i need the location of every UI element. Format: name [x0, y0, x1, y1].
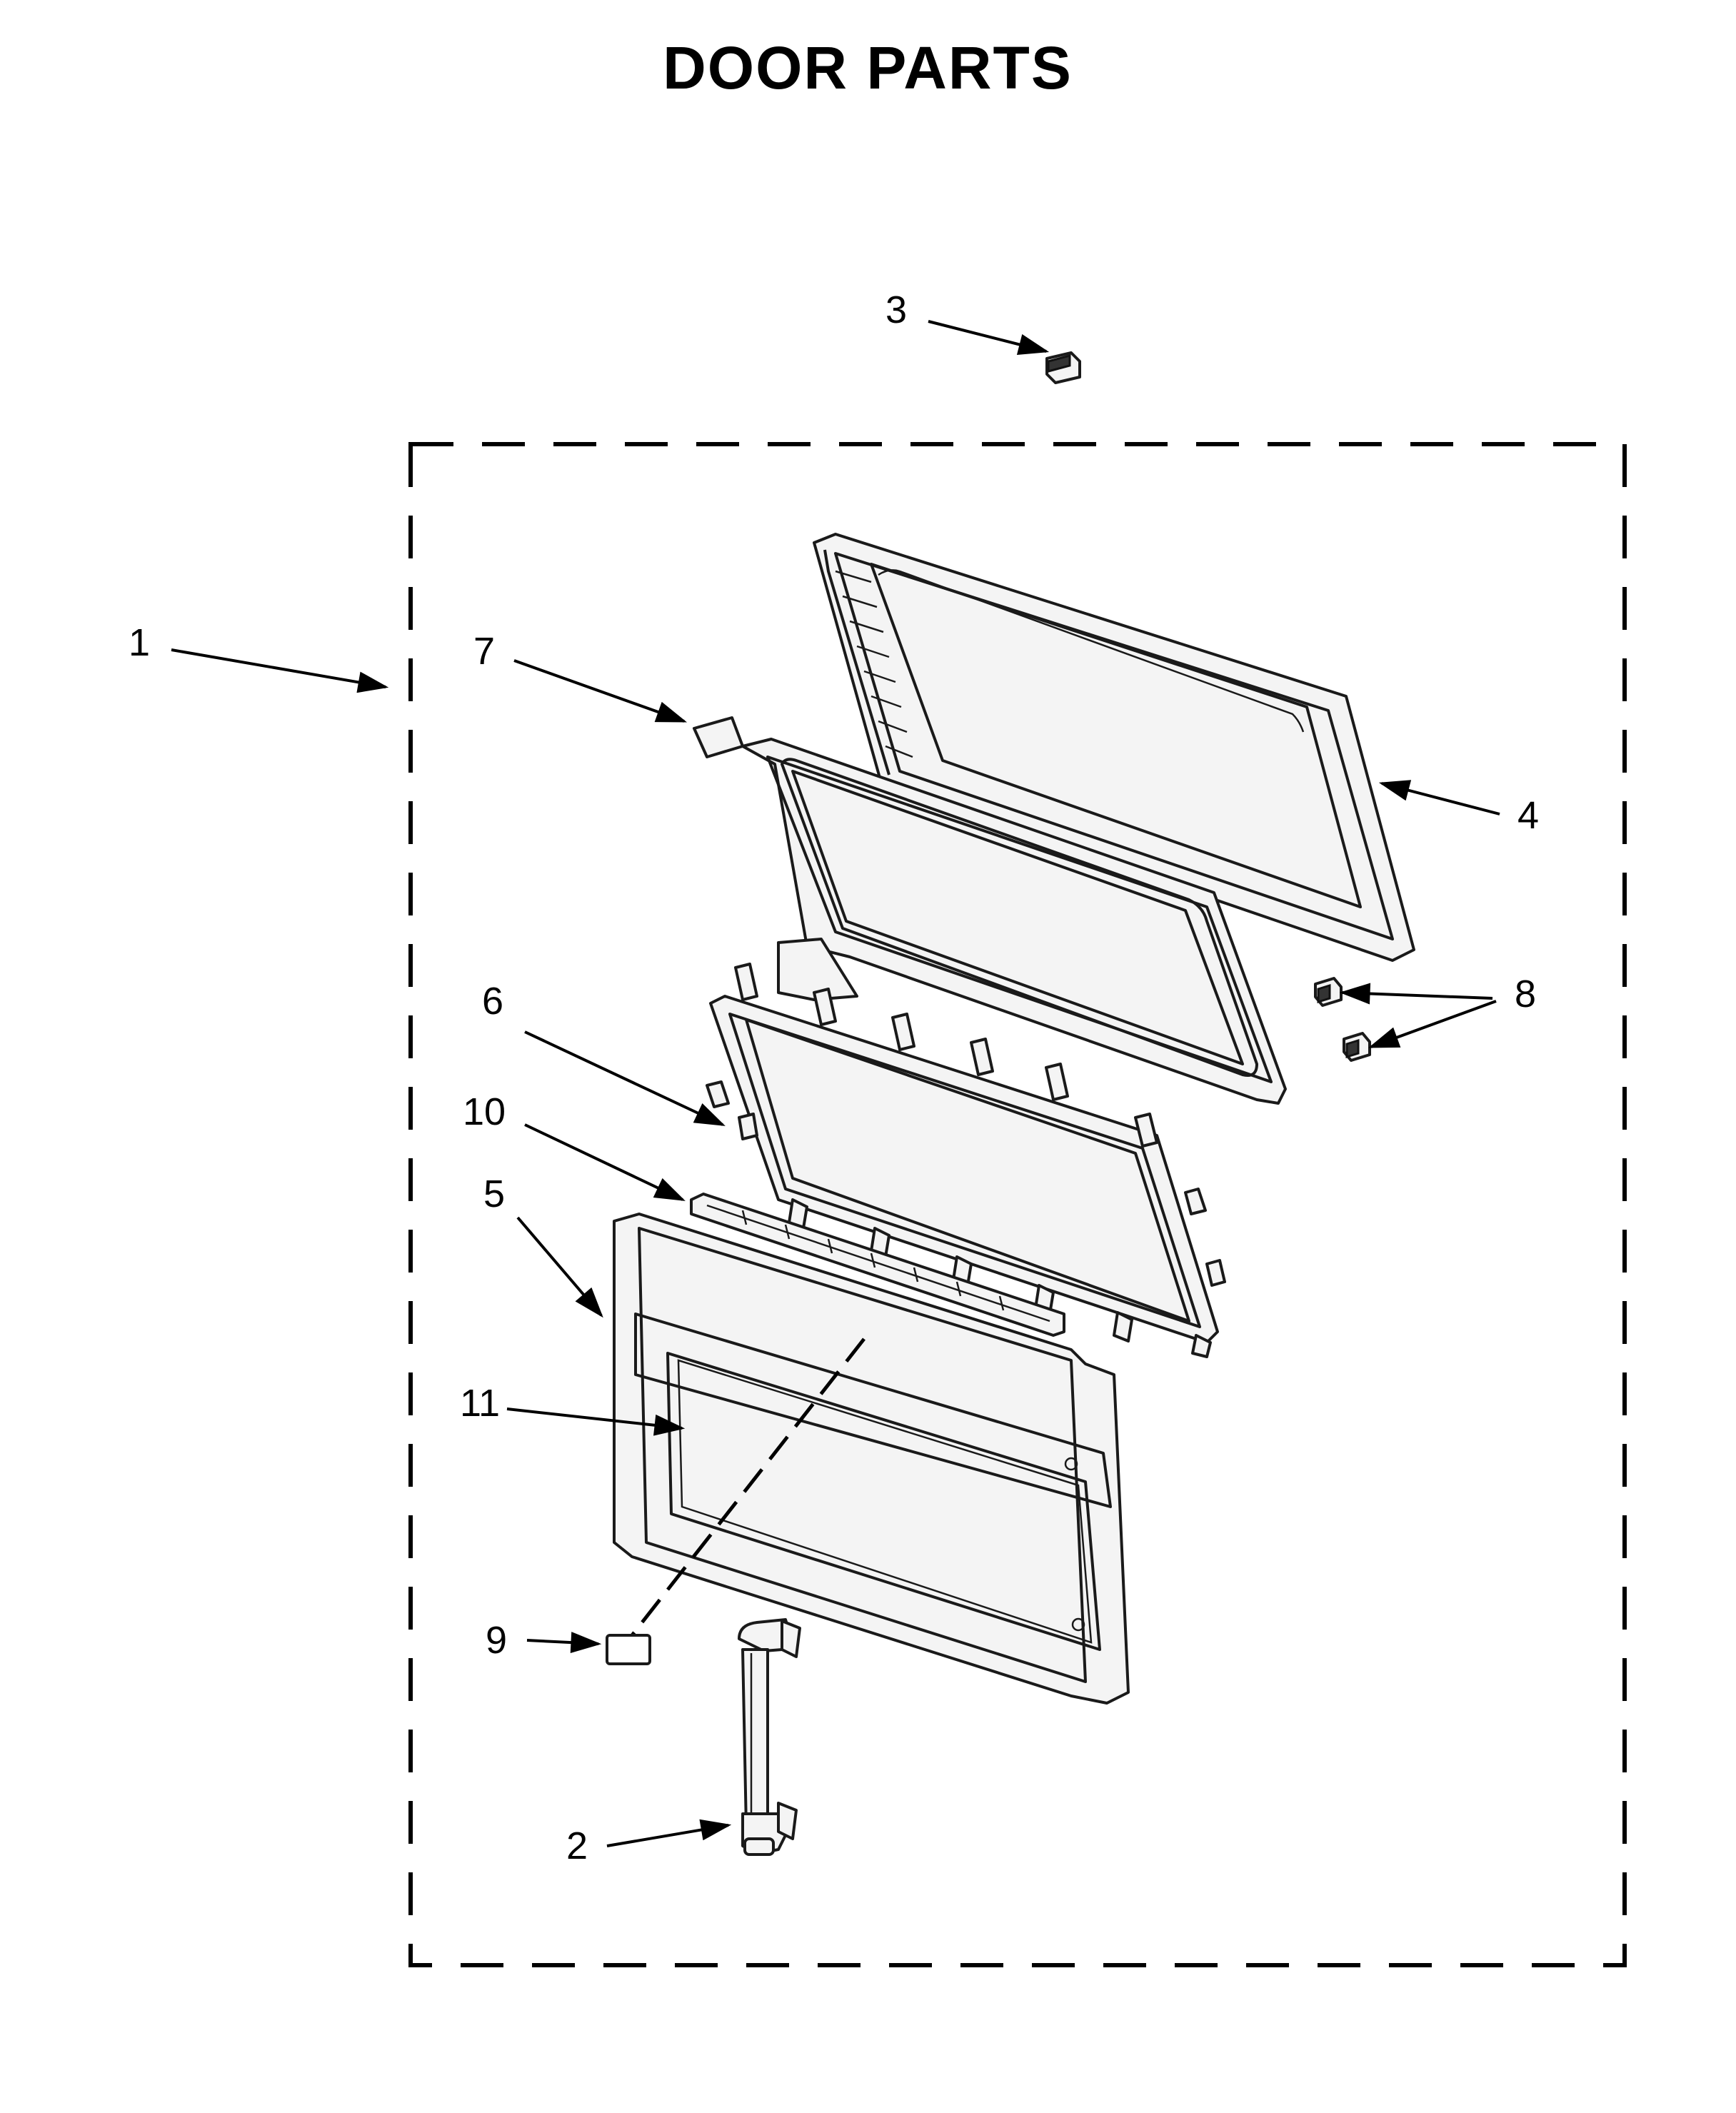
callout-10: 10: [463, 1090, 506, 1133]
leader-5: [516, 1216, 603, 1318]
leader-9: [526, 1632, 602, 1654]
leader-11: [506, 1407, 686, 1436]
part-10-bracket-strip: [690, 1193, 1065, 1337]
leader-1: [171, 648, 389, 693]
callout-6: 6: [482, 980, 503, 1023]
callout-4: 4: [1517, 794, 1539, 837]
part-3-clip: [1045, 351, 1081, 384]
leader-7: [513, 659, 688, 723]
callout-9: 9: [486, 1619, 507, 1662]
part-9-label: [606, 1634, 651, 1665]
leader-3: [928, 320, 1050, 356]
part-7-inner-frame: [693, 716, 1287, 1105]
assembly-boundary: [408, 442, 1627, 1967]
callout-8: 8: [1515, 973, 1536, 1015]
part-5-outer-door: [613, 1213, 1130, 1705]
part-2-handle: [738, 1618, 801, 1856]
callout-2: 2: [566, 1825, 588, 1867]
callout-5: 5: [483, 1173, 505, 1215]
leader-6: [524, 1030, 726, 1126]
leader-8b: [1368, 1000, 1497, 1048]
callout-7: 7: [473, 630, 495, 673]
callout-3: 3: [885, 288, 907, 331]
leader-10: [524, 1123, 686, 1201]
part-9-placement-line: [631, 1337, 866, 1637]
part-11-window: [666, 1352, 1101, 1651]
page-title: DOOR PARTS: [663, 34, 1073, 101]
callout-11: 11: [460, 1382, 500, 1425]
leader-4: [1378, 780, 1500, 815]
part-8-latches: [1314, 977, 1371, 1062]
leader-2: [606, 1819, 732, 1847]
callout-1: 1: [129, 621, 150, 664]
leader-8a: [1339, 983, 1493, 1005]
part-6-glass-frame: [706, 963, 1226, 1358]
